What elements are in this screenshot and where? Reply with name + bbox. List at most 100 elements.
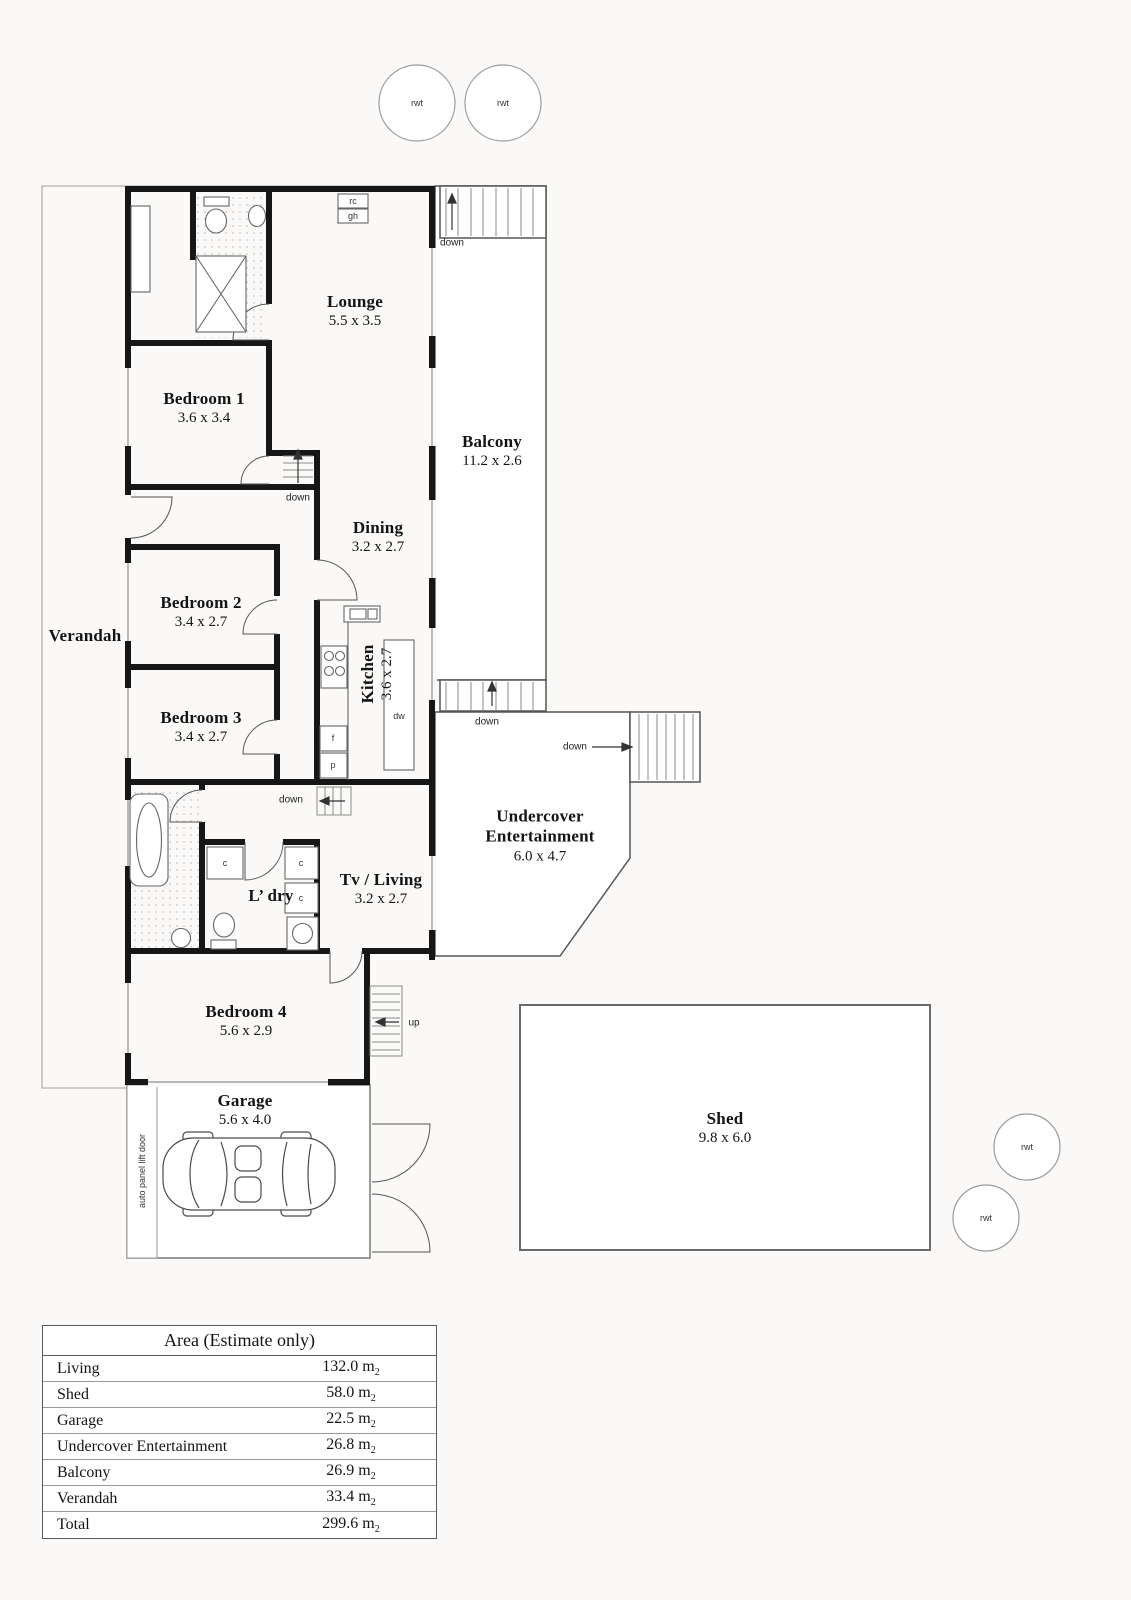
pantry-box [319, 752, 348, 779]
doors [130, 303, 363, 984]
up-label: up [408, 1017, 420, 1029]
area-row-value: 299.6 m2 [322, 1514, 380, 1536]
area-row-label: Undercover Entertainment [57, 1437, 228, 1455]
windows [123, 248, 437, 1087]
room-dims: 3.2 x 2.7 [351, 539, 405, 556]
room-name: Bedroom 3 [160, 707, 242, 727]
room-label-undercover-entertainment: Undercover Entertainment 6.0 x 4.7 [485, 807, 594, 866]
room-label-balcony: Balcony 11.2 x 2.6 [462, 432, 522, 470]
dw-label: dw [393, 711, 405, 721]
room-name: Tv / Living [339, 869, 423, 889]
area-row-value: 132.0 m2 [322, 1358, 380, 1379]
balcony-outline [434, 185, 547, 712]
room-dims: 9.8 x 6.0 [698, 1130, 752, 1147]
room-label-laundry: L’ dry [248, 886, 293, 906]
room-label-bedroom4: Bedroom 4 5.6 x 2.9 [205, 1002, 286, 1040]
stairs-balcony-top [445, 188, 534, 236]
area-row-label: Shed [57, 1385, 89, 1403]
room-name: Entertainment [485, 827, 595, 846]
down-label: down [286, 492, 310, 504]
area-row-value: 26.9 m2 [326, 1462, 376, 1483]
cupboard-label: c [298, 858, 304, 868]
room-label-bedroom2: Bedroom 2 3.4 x 2.7 [160, 593, 241, 631]
garage-doors [371, 1123, 431, 1253]
area-table-row: Undercover Entertainment 26.8 m2 [43, 1434, 436, 1460]
stairs-up [372, 993, 400, 1051]
room-name: Kitchen [357, 644, 377, 704]
stair-arrows [293, 192, 634, 1027]
stove-icon [320, 645, 348, 689]
room-name: Bedroom 4 [205, 1001, 287, 1021]
area-table-row: Balcony 26.9 m2 [43, 1460, 436, 1486]
area-table-row: Verandah 33.4 m2 [43, 1486, 436, 1512]
stairs [283, 188, 694, 1057]
shower-icon [195, 255, 247, 333]
room-dims: 3.4 x 2.7 [174, 614, 228, 631]
area-table: Area (Estimate only) Living 132.0 m2 She… [42, 1325, 437, 1539]
room-name: Shed [706, 1108, 744, 1128]
area-row-value: 22.5 m2 [326, 1410, 376, 1431]
bathtub-basin-icon [135, 802, 163, 878]
auto-door-strip [126, 1084, 158, 1259]
area-row-value: 26.8 m2 [326, 1436, 376, 1457]
fridge-label: f [331, 733, 335, 743]
area-row-label: Garage [57, 1411, 104, 1429]
toilet-bowl-icon [212, 912, 236, 938]
rwt-label: rwt [411, 98, 423, 108]
room-label-verandah: Verandah [49, 626, 122, 646]
down-label: down [475, 716, 499, 728]
area-table-title: Area (Estimate only) [43, 1326, 436, 1356]
rwt-tank-icon [378, 64, 456, 142]
gh-box [337, 208, 369, 224]
area-row-label: Living [57, 1359, 100, 1377]
toilet-tank-icon [203, 196, 230, 207]
room-dims: 3.6 x 2.7 [379, 647, 396, 701]
rwt-tank-icon [993, 1113, 1061, 1181]
room-name: Balcony [462, 431, 522, 451]
area-row-label: Balcony [57, 1463, 111, 1481]
area-row-label: Total [57, 1516, 90, 1533]
room-name: Bedroom 1 [163, 388, 245, 408]
area-table-row: Living 132.0 m2 [43, 1356, 436, 1382]
stairs-up-box [369, 985, 403, 1057]
rwt-label: rwt [497, 98, 509, 108]
room-dims: 6.0 x 4.7 [513, 848, 567, 865]
rc-label: rc [349, 196, 357, 206]
room-name: Bedroom 2 [160, 592, 242, 612]
room-name: Undercover [496, 806, 584, 826]
basin-icon [247, 204, 267, 228]
room-label-bedroom3: Bedroom 3 3.4 x 2.7 [160, 708, 241, 746]
shed-outline [519, 1004, 931, 1251]
house-walls [125, 186, 435, 1085]
room-name: Dining [352, 517, 404, 537]
room-label-kitchen: Kitchen 3.6 x 2.7 [358, 644, 396, 703]
rwt-label: rwt [980, 1213, 992, 1223]
room-dims: 3.6 x 3.4 [177, 410, 231, 427]
down-label: down [563, 741, 587, 753]
room-label-garage: Garage 5.6 x 4.0 [217, 1091, 272, 1129]
rwt-tank-icon [952, 1184, 1020, 1252]
wardrobe-icon [130, 205, 151, 293]
room-dims: 11.2 x 2.6 [462, 453, 522, 470]
cupboard-label: c [222, 858, 228, 868]
room-label-bedroom1: Bedroom 1 3.6 x 3.4 [163, 389, 244, 427]
room-label-tv-living: Tv / Living 3.2 x 2.7 [340, 870, 423, 908]
area-row-label: Verandah [57, 1489, 118, 1507]
cupboard-label: c [298, 893, 304, 903]
stairs-kitchen-box [316, 786, 352, 816]
area-table-row-total: Total 299.6 m2 [43, 1512, 436, 1538]
rainwater-tank-icons [378, 64, 1061, 1252]
toilet-bowl-icon [204, 208, 228, 234]
fridge-box [319, 725, 348, 752]
room-dims: 5.6 x 4.0 [218, 1112, 272, 1129]
gh-label: gh [347, 211, 359, 221]
down-label: down [279, 794, 303, 806]
rc-box [337, 193, 369, 209]
room-dims: 3.2 x 2.7 [354, 891, 408, 908]
room-label-lounge: Lounge 5.5 x 3.5 [327, 292, 383, 330]
cupboard-box [284, 882, 319, 914]
kitchen-island [383, 639, 415, 771]
cupboard-box [284, 846, 319, 880]
